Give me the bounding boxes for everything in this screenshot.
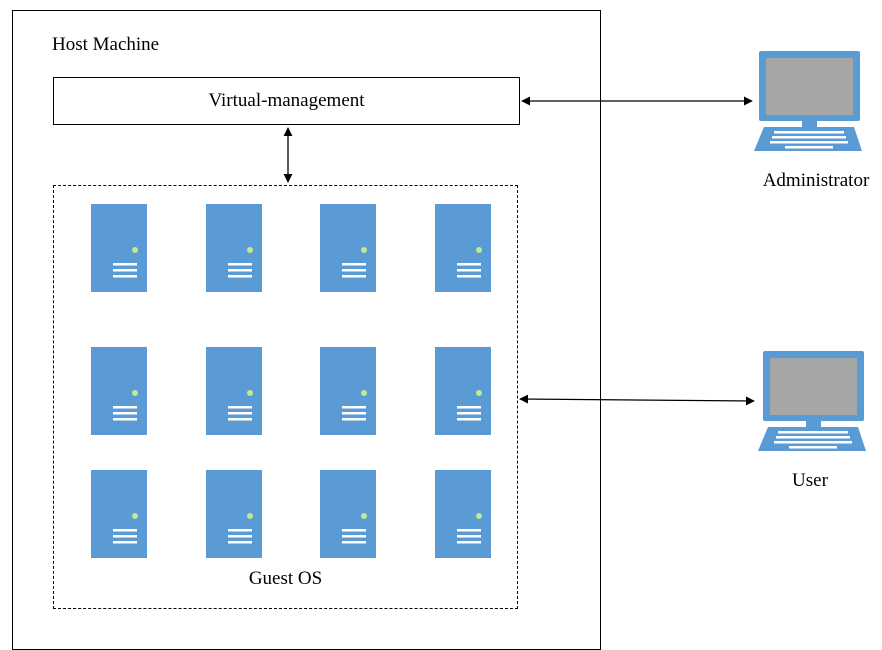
guest-os-label: Guest OS bbox=[248, 568, 323, 589]
server-icon bbox=[435, 347, 491, 435]
server-icon bbox=[206, 204, 262, 292]
server-icon bbox=[91, 204, 147, 292]
server-icon bbox=[320, 204, 376, 292]
guest-os-box bbox=[53, 185, 518, 609]
server-icon bbox=[435, 470, 491, 558]
server-icon bbox=[206, 470, 262, 558]
user-label: User bbox=[792, 470, 828, 491]
server-icon bbox=[206, 347, 262, 435]
guest-to-user-arrow bbox=[519, 394, 755, 406]
virtual-management-label: Virtual-management bbox=[208, 90, 365, 111]
server-icon bbox=[91, 470, 147, 558]
server-icon bbox=[91, 347, 147, 435]
server-icon bbox=[320, 347, 376, 435]
administrator-computer-icon bbox=[754, 51, 862, 151]
user-computer-icon bbox=[758, 351, 866, 451]
connectors bbox=[283, 96, 755, 406]
server-icon bbox=[435, 204, 491, 292]
server-icon bbox=[320, 470, 376, 558]
host-machine-label: Host Machine bbox=[52, 34, 160, 55]
administrator-label: Administrator bbox=[762, 170, 870, 191]
virtual-management-box: Virtual-management bbox=[53, 77, 520, 125]
